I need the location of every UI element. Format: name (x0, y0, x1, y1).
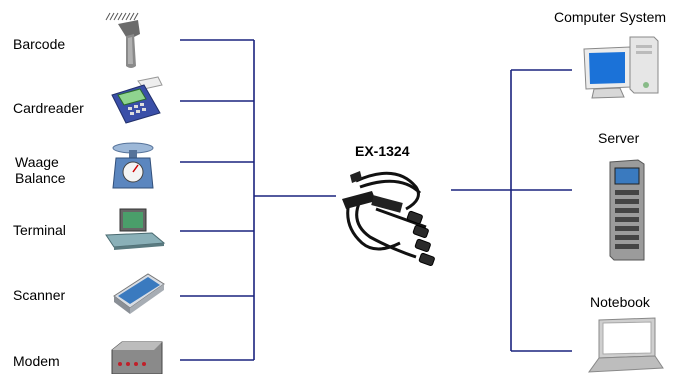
terminal-icon (105, 208, 166, 250)
modem-icon (111, 341, 163, 374)
label-barcode: Barcode (13, 36, 66, 52)
notebook-icon (587, 317, 664, 373)
server-rack-icon (609, 159, 645, 261)
barcode-scanner-icon (105, 12, 140, 68)
label-waage-balance: Waage Balance (15, 154, 66, 186)
label-cardreader: Cardreader (13, 100, 84, 116)
flatbed-scanner-icon (113, 273, 165, 314)
weighing-scale-icon (112, 142, 154, 189)
serial-cable-icon (342, 171, 435, 267)
label-modem: Modem (13, 353, 60, 369)
label-terminal: Terminal (13, 222, 66, 238)
label-server: Server (598, 130, 640, 146)
label-notebook: Notebook (590, 294, 650, 310)
label-computer-system: Computer System (554, 9, 667, 25)
computer-system-icon (583, 36, 659, 99)
device-title: EX-1324 (355, 143, 410, 159)
label-scanner: Scanner (13, 287, 66, 303)
card-reader-icon (111, 76, 163, 124)
